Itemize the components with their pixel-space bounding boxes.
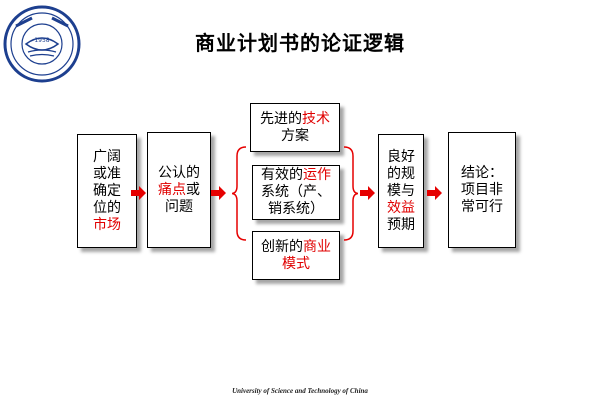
box-conclusion-text: 结论： 项目非 常可行 bbox=[461, 164, 503, 215]
right-bracket-icon bbox=[343, 146, 358, 241]
box-tech: 先进的技术 方案 bbox=[250, 103, 340, 152]
box-market: 广阔 或准 确定 位的 市场 bbox=[77, 134, 137, 248]
box-model-text: 创新的商业 模式 bbox=[261, 238, 331, 272]
highlight-model-1: 商业 bbox=[303, 238, 331, 255]
box-tech-text: 先进的技术 方案 bbox=[260, 110, 330, 144]
box-ops-text: 有效的运作 系统（产、 销系统） bbox=[261, 167, 331, 217]
box-painpoint: 公认的 痛点或 问题 bbox=[147, 132, 211, 248]
highlight-model-2: 模式 bbox=[282, 255, 310, 272]
box-scale-text: 良好 的规 模与 效益 预期 bbox=[387, 148, 415, 233]
logo-year: 1958 bbox=[34, 37, 49, 44]
highlight-painpoint: 痛点 bbox=[158, 181, 186, 198]
footer-text: University of Science and Technology of … bbox=[232, 387, 368, 395]
page-title: 商业计划书的论证逻辑 bbox=[195, 31, 405, 55]
box-model: 创新的商业 模式 bbox=[252, 231, 340, 280]
highlight-ops: 运作 bbox=[303, 167, 331, 183]
arrow-4-icon bbox=[427, 186, 442, 200]
highlight-tech: 技术 bbox=[302, 110, 330, 127]
box-scale: 良好 的规 模与 效益 预期 bbox=[378, 134, 424, 248]
arrow-3-icon bbox=[360, 186, 375, 200]
university-logo: 1958 bbox=[3, 5, 81, 83]
box-conclusion: 结论： 项目非 常可行 bbox=[448, 132, 516, 248]
highlight-scale: 效益 bbox=[387, 199, 415, 216]
box-painpoint-text: 公认的 痛点或 问题 bbox=[158, 164, 200, 215]
arrow-2-icon bbox=[211, 186, 226, 200]
box-market-text: 广阔 或准 确定 位的 市场 bbox=[93, 148, 121, 233]
left-bracket-icon bbox=[232, 146, 247, 241]
highlight-market: 市场 bbox=[93, 216, 121, 233]
arrow-1-icon bbox=[131, 186, 146, 200]
box-ops: 有效的运作 系统（产、 销系统） bbox=[252, 165, 340, 220]
